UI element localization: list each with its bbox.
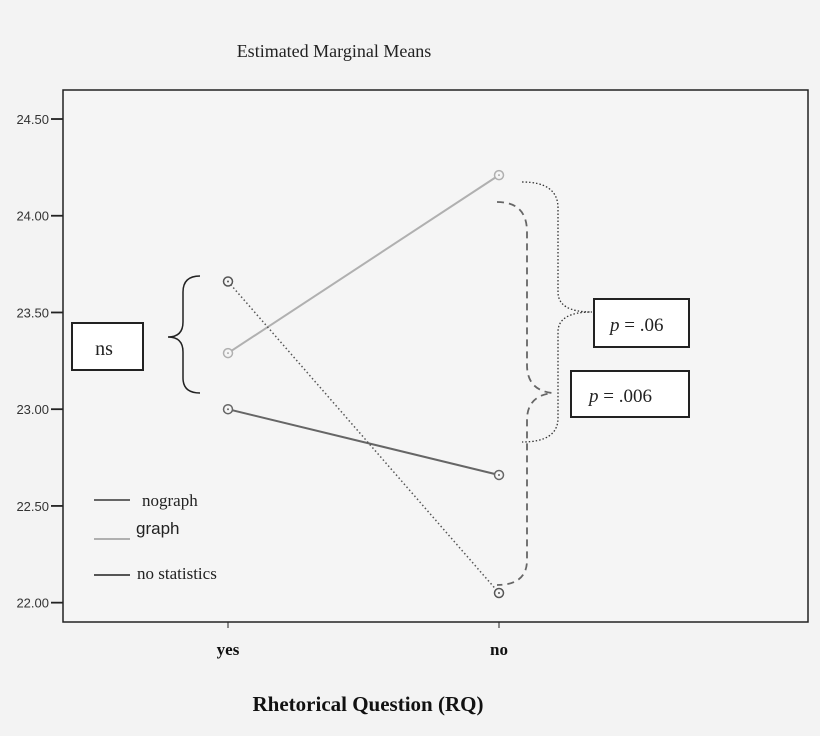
- p06-annotation: p = .06: [593, 298, 690, 348]
- series-layer: [222, 169, 505, 599]
- point-center-no-statistics-yes: [227, 280, 229, 283]
- chart-title: Estimated Marginal Means: [237, 41, 432, 61]
- point-center-nograph-yes: [227, 408, 229, 411]
- y-axis: 22.00 22.50 23.00 23.50 24.00 24.50: [16, 112, 63, 611]
- series-line-graph: [227, 174, 500, 354]
- p006-value: = .006: [599, 386, 652, 407]
- x-tick-label-no: no: [490, 640, 508, 659]
- p006-box: [570, 370, 690, 418]
- point-center-nograph-no: [498, 473, 500, 476]
- y-tick-label: 23.00: [16, 402, 49, 417]
- legend-label-no-statistics: no statistics: [137, 564, 217, 583]
- p006-p-symbol: p: [587, 386, 599, 407]
- p06-value: = .06: [620, 315, 664, 336]
- y-tick-label: 23.50: [16, 305, 49, 320]
- point-center-graph-no: [498, 174, 500, 177]
- p006-label: p = .006: [587, 386, 652, 407]
- ns-brace: [167, 275, 201, 394]
- point-center-no-statistics-no: [498, 591, 500, 594]
- legend: nograph graph no statistics: [94, 491, 217, 583]
- plot-area: [62, 89, 809, 623]
- series-line-nograph: [227, 408, 500, 476]
- y-tick-label: 24.00: [16, 209, 49, 224]
- x-axis-title: Rhetorical Question (RQ): [253, 692, 484, 716]
- x-axis: yes no: [217, 622, 508, 659]
- ns-box: [71, 322, 144, 371]
- x-tick-label-yes: yes: [217, 640, 240, 659]
- y-tick-label: 24.50: [16, 112, 49, 127]
- p06-label: p = .06: [608, 315, 663, 336]
- ns-label: ns: [95, 338, 113, 360]
- p06-brace: [521, 181, 593, 443]
- annotation-braces: [167, 181, 593, 586]
- series-line-no-statistics: [227, 281, 500, 594]
- legend-label-graph: graph: [136, 519, 179, 538]
- p06-box: [593, 298, 690, 348]
- point-center-graph-yes: [227, 352, 229, 355]
- p006-annotation: p = .006: [570, 370, 690, 418]
- p06-p-symbol: p: [608, 315, 620, 336]
- y-tick-label: 22.00: [16, 596, 49, 611]
- ns-annotation: ns: [71, 322, 144, 371]
- legend-label-nograph: nograph: [142, 491, 198, 510]
- y-tick-label: 22.50: [16, 499, 49, 514]
